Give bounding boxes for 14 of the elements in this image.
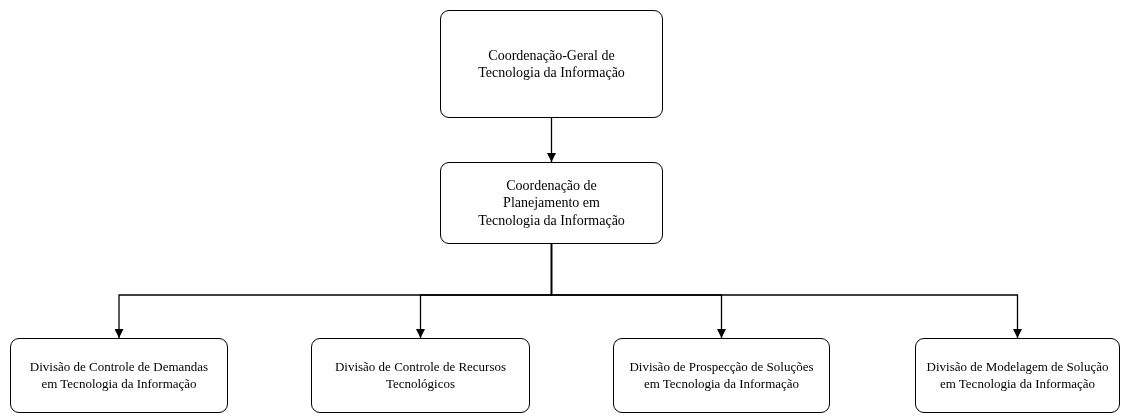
- org-unit-box: [440, 10, 663, 118]
- arrow: [550, 243, 1022, 339]
- org-unit-box: [10, 338, 228, 413]
- arrow: [547, 117, 556, 163]
- unit-name: Coordenação-Geral de Tecnologia da Informação: [477, 46, 626, 82]
- org-unit-box: [440, 162, 663, 244]
- unit-name: Divisão de Controle de Recursos Tecnológicos: [333, 359, 508, 392]
- unit-name: Divisão de Controle de Demandas em Tecnologia da Informação: [28, 359, 210, 392]
- org-unit-box: [915, 338, 1120, 413]
- org-unit-box: [613, 338, 830, 413]
- unit-name: Coordenação de Planejamento em Tecnologia da Informação: [477, 176, 626, 230]
- unit-name: Divisão de Prospecção de Soluções em Tecnologia da Informação: [628, 359, 815, 392]
- unit-name: Divisão de Modelagem de Solução em Tecnologia da Informação: [926, 359, 1109, 392]
- org-unit-box: [311, 338, 530, 413]
